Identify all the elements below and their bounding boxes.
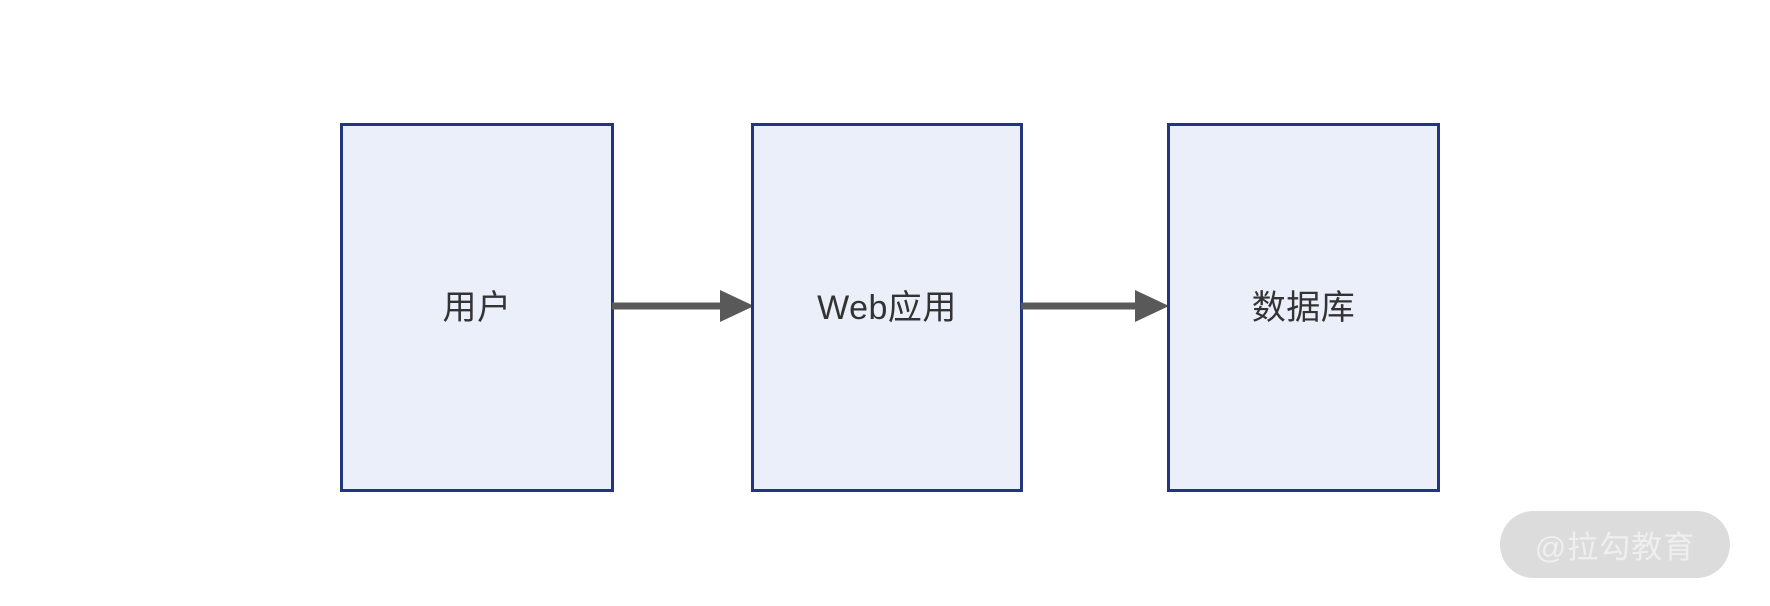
node-database-label: 数据库 (1251, 288, 1356, 327)
node-database[interactable]: 数据库 (1167, 123, 1440, 492)
watermark-badge: @拉勾教育 (1500, 511, 1730, 578)
node-user[interactable]: 用户 (340, 123, 614, 492)
arrow-user-to-webapp (612, 290, 754, 322)
arrow-webapp-to-database (1021, 290, 1169, 322)
node-user-label: 用户 (442, 288, 512, 327)
arrow-head-icon (720, 290, 754, 322)
arrow-head-icon (1135, 290, 1169, 322)
node-webapp[interactable]: Web应用 (751, 123, 1023, 492)
watermark-text: @拉勾教育 (1534, 530, 1696, 565)
node-webapp-label: Web应用 (817, 288, 957, 327)
